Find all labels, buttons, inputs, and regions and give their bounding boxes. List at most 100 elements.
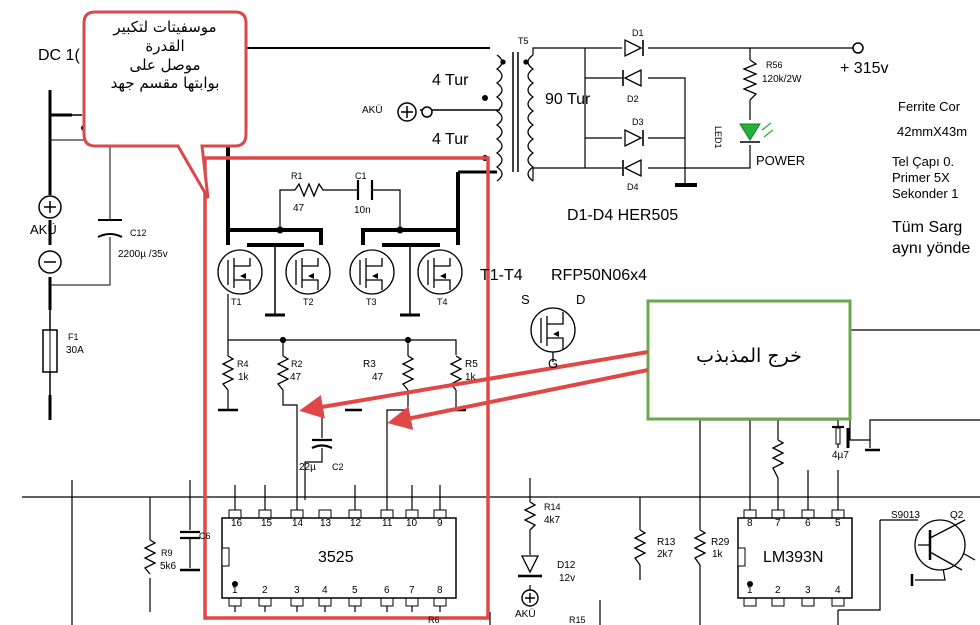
tel-capi: Tel Çapı 0.: [892, 154, 955, 169]
aku-terminal-icon: [397, 102, 433, 122]
led-ref: LED1: [713, 126, 723, 149]
r4-ref: R4: [237, 359, 249, 369]
primary-turns-bottom: 4 Tur: [432, 131, 469, 148]
callout-line: موصل على: [129, 55, 201, 74]
c6-ref: C6: [199, 531, 211, 541]
callout-oscillator-output: [646, 299, 852, 421]
c1-value: 10n: [354, 205, 371, 216]
c2-value: 22µ: [299, 462, 316, 473]
mosfet-t2: [285, 249, 331, 295]
t3-label: T3: [366, 297, 377, 307]
ic3525-pin-5: 5: [352, 585, 358, 596]
aku-label: AKÜ: [30, 222, 57, 237]
ic3525-pin-1: 1: [232, 585, 238, 596]
d1-label: D1: [632, 28, 644, 38]
capacitor-c6: [180, 530, 200, 555]
q2-part: S9013: [891, 510, 920, 521]
t2-label: T2: [303, 297, 314, 307]
diode-d2: [622, 68, 642, 88]
aku-terminal-label: AKÜ: [362, 105, 383, 116]
r6-ref: R6: [428, 615, 440, 625]
power-led-label: POWER: [756, 153, 806, 168]
c12-ref: C12: [130, 228, 147, 238]
r2-ref: R2: [291, 359, 303, 369]
bridge-rectifier: [584, 47, 855, 187]
dc-input-label: DC 1(: [38, 47, 80, 64]
c2-ref: C2: [332, 462, 344, 472]
capacitor-c1: [356, 180, 374, 200]
lm393-pin-4: 4: [835, 585, 841, 596]
ferrite-core-line1: Ferrite Cor: [898, 99, 961, 114]
mosfet-t3: [349, 249, 395, 295]
c-4u7-value: 4µ7: [832, 450, 849, 461]
sekonder: Sekonder 1: [892, 186, 959, 201]
d12-value: 12v: [559, 573, 576, 584]
lm393-name: LM393N: [763, 549, 824, 566]
mosfet-pinout-icon: [530, 307, 576, 362]
ic3525-pin-13: 13: [320, 518, 332, 529]
lm393-pin-1: 1: [747, 585, 753, 596]
d3-label: D3: [632, 117, 644, 127]
ic3525-pin-12: 12: [350, 518, 362, 529]
resistor-r14: [523, 501, 537, 531]
ic3525-pin-15: 15: [261, 518, 273, 529]
ic3525-pin-14: 14: [292, 518, 304, 529]
transformer-ref: T5: [518, 36, 529, 46]
mosfet-part: RFP50N06x4: [551, 267, 648, 284]
pinout-s: S: [521, 292, 530, 307]
r4-value: 1k: [238, 372, 249, 383]
mosfet-stage-highlight: [203, 156, 490, 620]
diode-d4: [622, 158, 642, 178]
ic3525-pin-11: 11: [382, 518, 393, 529]
output-terminal: [852, 42, 864, 54]
callout-power-mosfets-text: موسفيتات لتكبير القدرة موصل على بوابتها …: [86, 18, 244, 93]
oscillator-arrows: [299, 350, 649, 430]
tum-sarg: Tüm Sarg: [892, 219, 963, 236]
resistor-r1: [294, 182, 328, 198]
pinout-g: G: [548, 356, 559, 371]
mosfet-stage-wiring: [226, 189, 460, 317]
ic-lm393n: [737, 509, 853, 607]
diodes-note: D1-D4 HER505: [567, 207, 679, 224]
resistor-r13: [633, 529, 647, 566]
r13-value: 2k7: [657, 549, 674, 560]
t1-label: T1: [231, 297, 242, 307]
ayni-yonde: aynı yönde: [892, 240, 971, 257]
r56-value: 120k/2W: [762, 74, 802, 85]
ic-3525: [221, 500, 457, 612]
r2-value: 47: [290, 372, 302, 383]
f1-value: 30A: [66, 345, 84, 356]
lm393-pin-8: 8: [747, 518, 753, 529]
d2-label: D2: [627, 94, 639, 104]
battery-plus-icon: [38, 195, 62, 219]
ic3525-pin-8: 8: [437, 585, 443, 596]
resistor-lm-feedback: [771, 439, 785, 479]
r29-value: 1k: [712, 549, 723, 560]
callout-power-mosfets: [82, 10, 248, 199]
lm393-pin-3: 3: [805, 585, 811, 596]
ic3525-pin-4: 4: [322, 585, 328, 596]
r5-ref: R5: [465, 359, 478, 370]
r1-value: 47: [293, 203, 305, 214]
resistor-r3: [401, 355, 415, 391]
ferrite-core-line2: 42mmX43m: [897, 124, 968, 139]
ic3525-pin-16: 16: [231, 518, 243, 529]
primary-turns-top: 4 Tur: [432, 72, 469, 89]
ic3525-pin-7: 7: [409, 585, 415, 596]
output-voltage: + 315v: [840, 60, 889, 77]
r1-ref: R1: [291, 171, 303, 181]
lm393-pin-5: 5: [835, 518, 841, 529]
q2-ref: Q2: [950, 510, 964, 521]
callout-oscillator-text: خرج المذبذب: [696, 345, 802, 367]
mosfet-t1: [217, 249, 263, 295]
resistor-r4: [221, 355, 235, 391]
primer: Primer 5X: [892, 170, 950, 185]
transformer-t5: [495, 47, 585, 182]
c12-value: 2200µ /35v: [118, 249, 168, 260]
pinout-d: D: [576, 292, 586, 307]
resistor-r9: [143, 539, 157, 575]
r14-value: 4k7: [544, 515, 561, 526]
r5-value: 1k: [465, 372, 476, 383]
d4-label: D4: [627, 182, 639, 192]
